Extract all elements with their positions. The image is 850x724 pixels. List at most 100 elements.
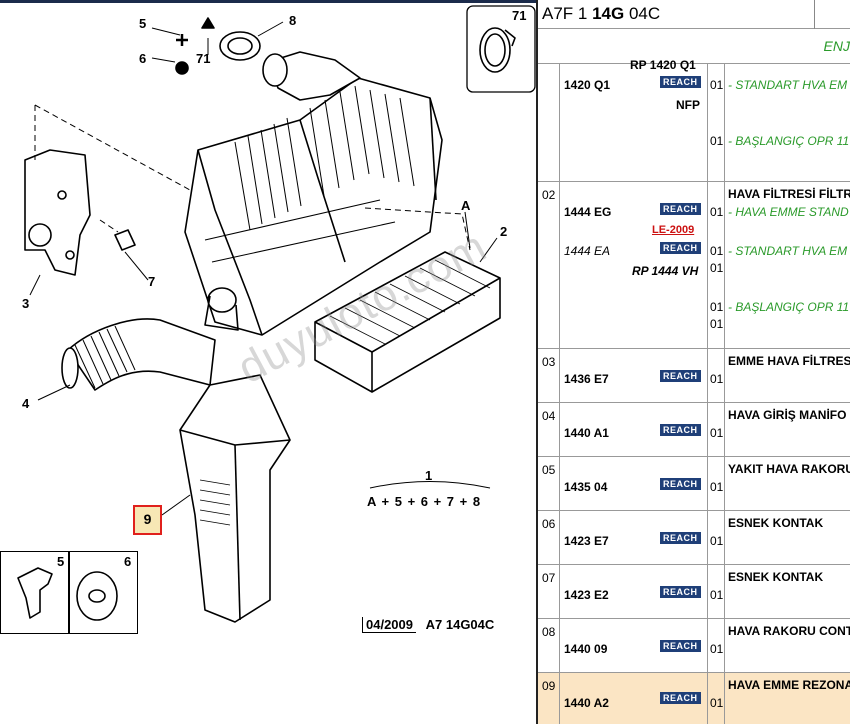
row-qty-cell: 01 [708,511,725,564]
row-desc-cell: HAVA GİRİŞ MANİFO [725,403,850,456]
table-row[interactable]: 04 1440 A1 REACH 01 HAVA GİRİŞ MANİFO [538,403,850,457]
desc-title: HAVA FİLTRESİ FİLTR [728,187,850,201]
qty: 01 [710,642,724,656]
desc-title: HAVA GİRİŞ MANİFO [728,408,847,422]
ref-sub: NFP [676,98,700,112]
ref-code: 1423 E7 [564,534,609,548]
qty: 01 [710,134,724,148]
reach-badge: REACH [660,424,701,436]
row-desc-cell: HAVA RAKORU CONT [725,619,850,672]
diagram-drawing [17,5,536,623]
header-bold: 14G [592,4,625,23]
row-qty-cell: 01 [708,619,725,672]
le-date-link[interactable]: LE-2009 [652,224,695,236]
callout-6: 6 [139,51,147,66]
detail-callout-6: 6 [124,554,132,569]
desc-variant: - BAŞLANGIÇ OPR 11 [728,134,850,148]
callout-1: 1 [425,468,433,483]
callout-a: A [461,198,471,213]
ref-code: 1436 E7 [564,372,609,386]
reference-stamp: 04/2009 A7 14G04C [362,617,495,633]
table-header: A7F 1 14G 04C [538,0,850,29]
qty: 01 [710,426,724,440]
desc-title: HAVA RAKORU CONT [728,624,850,638]
row-ref-cell: 1440 A2 REACH [560,673,708,724]
reach-badge: REACH [660,532,701,544]
desc-variant: - BAŞLANGIÇ OPR 11 [728,300,850,314]
row-index: 05 [538,457,560,510]
table-row[interactable]: 06 1423 E7 REACH 01 ESNEK KONTAK [538,511,850,565]
header-prefix: A7F 1 [542,4,593,23]
qty: 01 [710,78,724,92]
callout-4: 4 [22,396,30,411]
ref-code: 1440 A2 [564,696,609,710]
callout-5: 5 [139,16,147,31]
row-index: 08 [538,619,560,672]
row-desc-cell: ESNEK KONTAK [725,565,850,618]
top-bar [0,0,536,3]
table-row[interactable]: 02 1444 EG REACH LE-2009 1444 EA REACH R… [538,182,850,349]
assembly-formula: A + 5 + 6 + 7 + 8 [367,494,482,509]
table-row[interactable]: 07 1423 E2 REACH 01 ESNEK KONTAK [538,565,850,619]
callout-2: 2 [500,224,508,239]
reach-badge: REACH [660,370,701,382]
parts-diagram: duyuloto.com 5 6 71 8 71 3 7 A 2 4 1 A +… [0,5,536,634]
row-ref-cell: 1423 E7 REACH [560,511,708,564]
desc-title: EMME HAVA FİLTRES [728,354,850,368]
row-desc-cell: EMME HAVA FİLTRES [725,349,850,402]
row-qty-cell: 01 [708,457,725,510]
reach-badge: REACH [660,242,701,254]
table-row[interactable]: RP 1420 Q1 1420 Q1 REACH NFP 01 01 - STA… [538,58,850,182]
callout-3: 3 [22,296,30,311]
callout-8: 8 [289,13,297,28]
highlighted-callout-9[interactable]: 9 [133,505,162,535]
row-qty-cell: 01 [708,673,725,724]
ref-code: 1435 04 [564,480,608,494]
header-suffix: 04C [624,4,661,23]
qty: 01 [710,317,724,331]
ref-code: 1440 09 [564,642,608,656]
row-desc-cell: YAKIT HAVA RAKORU [725,457,850,510]
ref-code: 1440 A1 [564,426,609,440]
callout-7: 7 [148,274,156,289]
ref-code: 1420 Q1 [564,78,611,92]
row-desc-cell: - STANDART HVA EM - BAŞLANGIÇ OPR 11 [725,64,850,181]
qty: 01 [710,696,724,710]
row-index: 09 [538,673,560,724]
ref-rp: RP 1444 VH [632,264,699,278]
table-row[interactable]: 03 1436 E7 REACH 01 EMME HAVA FİLTRES [538,349,850,403]
desc-title: ESNEK KONTAK [728,516,824,530]
qty: 01 [710,534,724,548]
row-index: 03 [538,349,560,402]
table-row[interactable]: 05 1435 04 REACH 01 YAKIT HAVA RAKORU [538,457,850,511]
table-row[interactable]: 08 1440 09 REACH 01 HAVA RAKORU CONT [538,619,850,673]
row-ref-cell: 1423 E2 REACH [560,565,708,618]
desc-title: HAVA EMME REZONA [728,678,850,692]
reach-badge: REACH [660,692,701,704]
detail-box: 5 6 [0,551,138,634]
parts-table: A7F 1 14G 04C ENJ RP 1420 Q1 1420 Q1 REA… [536,0,850,724]
stamp-date: 04/2009 [362,617,416,633]
desc-variant: - STANDART HVA EM [728,78,848,92]
table-row-selected[interactable]: 09 1440 A2 REACH 01 HAVA EMME REZONA [538,673,850,724]
row-index: 07 [538,565,560,618]
reach-badge: REACH [660,478,701,490]
qty: 01 [710,244,724,258]
row-desc-cell: HAVA EMME REZONA [725,673,850,724]
row-ref-cell: 1444 EG REACH LE-2009 1444 EA REACH RP 1… [560,182,708,348]
ref-code: 1423 E2 [564,588,609,602]
row-ref-cell: 1435 04 REACH [560,457,708,510]
reach-badge: REACH [660,640,701,652]
qty: 01 [710,261,724,275]
header-divider [814,0,815,29]
stamp-code: A7 14G04C [425,617,495,632]
section-label: ENJ [538,29,850,64]
ref-code: 1444 EG [564,205,612,219]
row-qty-cell: 01 [708,403,725,456]
qty: 01 [710,588,724,602]
row-ref-cell: 1440 09 REACH [560,619,708,672]
row-ref-cell: 1436 E7 REACH [560,349,708,402]
row-ref-cell: 1440 A1 REACH [560,403,708,456]
row-index: 06 [538,511,560,564]
row-qty-cell: 01 [708,349,725,402]
